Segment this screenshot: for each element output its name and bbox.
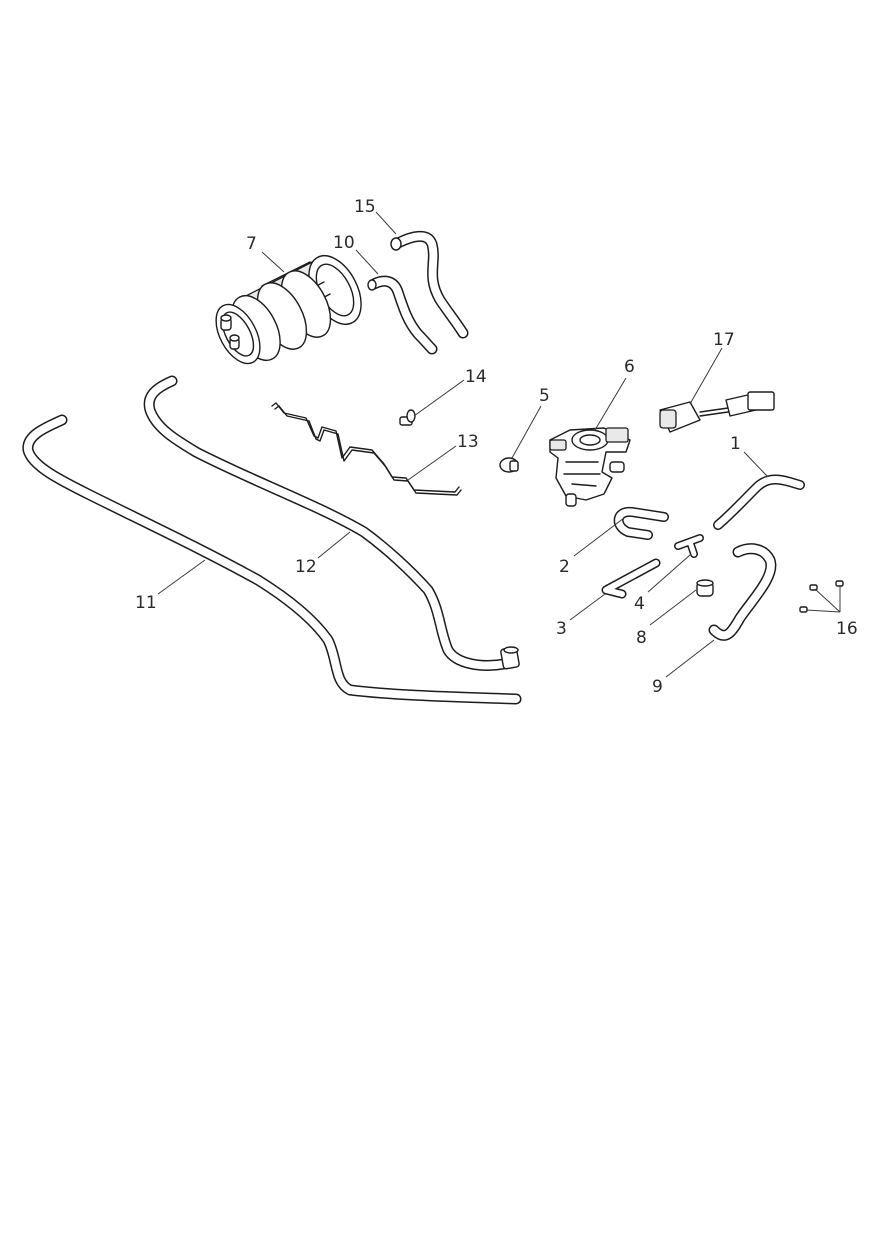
- part-6-valve: [549, 427, 631, 507]
- part-13-bracket: [271, 402, 462, 496]
- callout-8: 8: [636, 628, 647, 648]
- part-1-hose: [713, 474, 805, 530]
- callout-11: 11: [135, 593, 157, 613]
- part-15-hose: [390, 230, 469, 339]
- part-12-hose: [143, 375, 520, 671]
- callout-13: 13: [457, 432, 479, 452]
- part-7-canister: [215, 255, 362, 365]
- callout-16: 16: [836, 619, 858, 639]
- callout-1: 1: [730, 434, 741, 454]
- callout-4: 4: [634, 594, 645, 614]
- callout-7: 7: [246, 234, 257, 254]
- callout-9: 9: [652, 677, 663, 697]
- part-10-hose: [367, 275, 438, 355]
- callout-17: 17: [713, 330, 735, 350]
- callout-2: 2: [559, 557, 570, 577]
- callout-15: 15: [354, 197, 376, 217]
- callout-12: 12: [295, 557, 317, 577]
- part-8-sleeve: [696, 579, 714, 597]
- leader-lines: [157, 211, 841, 678]
- part-4-tee: [674, 534, 704, 558]
- part-5-clip: [499, 457, 519, 473]
- part-2-hose: [613, 506, 669, 540]
- part-11-hose: [22, 414, 522, 705]
- part-9-hose: [708, 543, 777, 641]
- part-16-screws: [799, 580, 844, 613]
- callout-labels: 1 2 3 4 5 6 7 8 9 10 11 12 13 14 15 16 1…: [135, 197, 858, 697]
- callout-5: 5: [539, 386, 550, 406]
- part-17-connector: [659, 391, 775, 433]
- part-3-hose: [601, 558, 661, 599]
- callout-3: 3: [556, 619, 567, 639]
- callout-10: 10: [333, 233, 355, 253]
- part-14-screw: [399, 409, 416, 426]
- callout-6: 6: [624, 357, 635, 377]
- callout-14: 14: [465, 367, 487, 387]
